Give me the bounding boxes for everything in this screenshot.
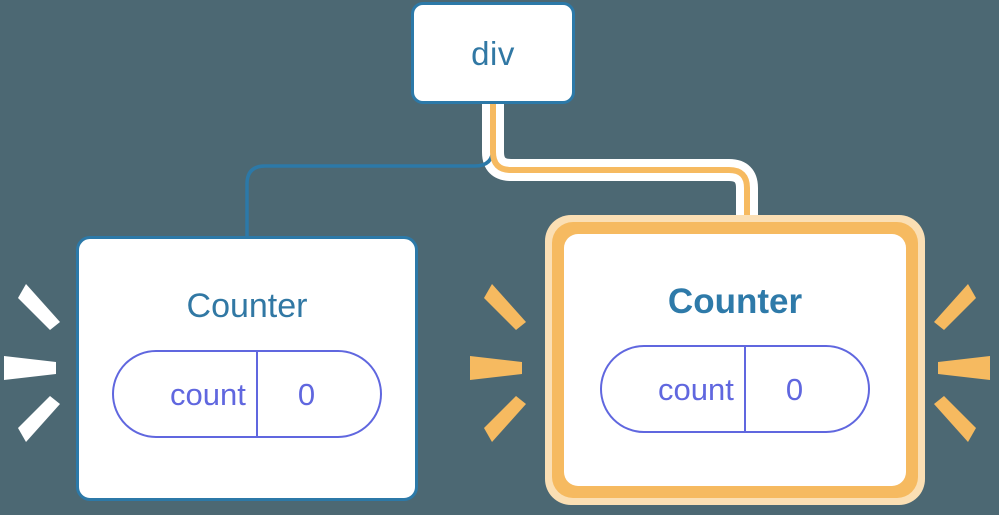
state-value-count: 0 (255, 352, 355, 436)
sparkle-burst-right-icon (930, 278, 990, 448)
node-counter-right-card: Counter count 0 (564, 234, 906, 486)
sparkle-burst-left-icon (4, 278, 64, 448)
node-counter-left[interactable]: Counter count 0 (76, 236, 418, 501)
edge-div-to-counter-right (490, 104, 750, 222)
state-value-count: 0 (743, 347, 843, 431)
edge-div-to-counter-left (245, 104, 495, 238)
state-pill-counter-left: count 0 (112, 350, 382, 438)
state-pill-counter-right: count 0 (600, 345, 870, 433)
node-counter-left-label: Counter (186, 287, 308, 325)
edge-halo-div-to-counter-right (482, 104, 758, 220)
sparkle-burst-mid-icon (470, 278, 530, 448)
node-div-label: div (471, 34, 515, 72)
state-key-count: count (170, 376, 246, 412)
node-counter-right[interactable]: Counter count 0 (545, 215, 925, 505)
state-key-count: count (658, 371, 734, 407)
node-counter-right-label: Counter (667, 282, 803, 321)
node-div[interactable]: div (411, 2, 575, 104)
